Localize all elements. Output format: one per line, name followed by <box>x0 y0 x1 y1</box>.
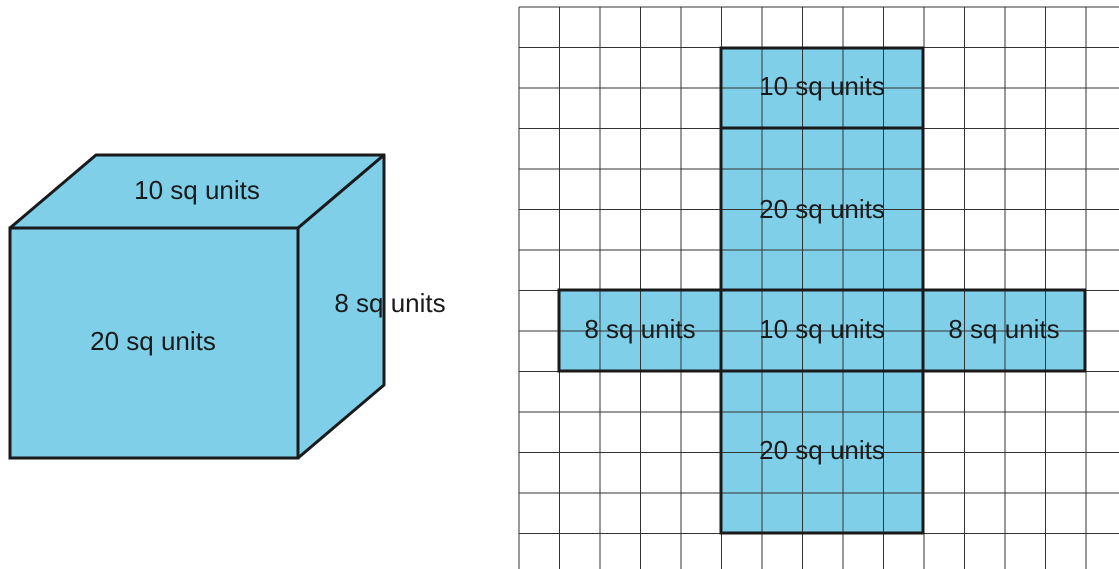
prism-front-face <box>8 226 300 460</box>
prism-top-label: 10 sq units <box>134 175 260 205</box>
rectangular-prism: 10 sq units 20 sq units 8 sq units <box>8 153 446 460</box>
net-top-label: 10 sq units <box>759 71 885 101</box>
net-center-label: 10 sq units <box>759 314 885 344</box>
prism-front-label: 20 sq units <box>90 326 216 356</box>
net-bottom-outline <box>719 369 925 535</box>
net-outlines <box>557 46 1087 535</box>
net-bottom-label: 20 sq units <box>759 435 885 465</box>
net-upper-label: 20 sq units <box>759 194 885 224</box>
net-right-label: 8 sq units <box>948 314 1059 344</box>
net-diagram: 10 sq units 20 sq units 8 sq units 10 sq… <box>518 6 1119 569</box>
net-right-outline <box>921 288 1087 373</box>
prism-side-label: 8 sq units <box>334 288 445 318</box>
net-left-label: 8 sq units <box>584 314 695 344</box>
